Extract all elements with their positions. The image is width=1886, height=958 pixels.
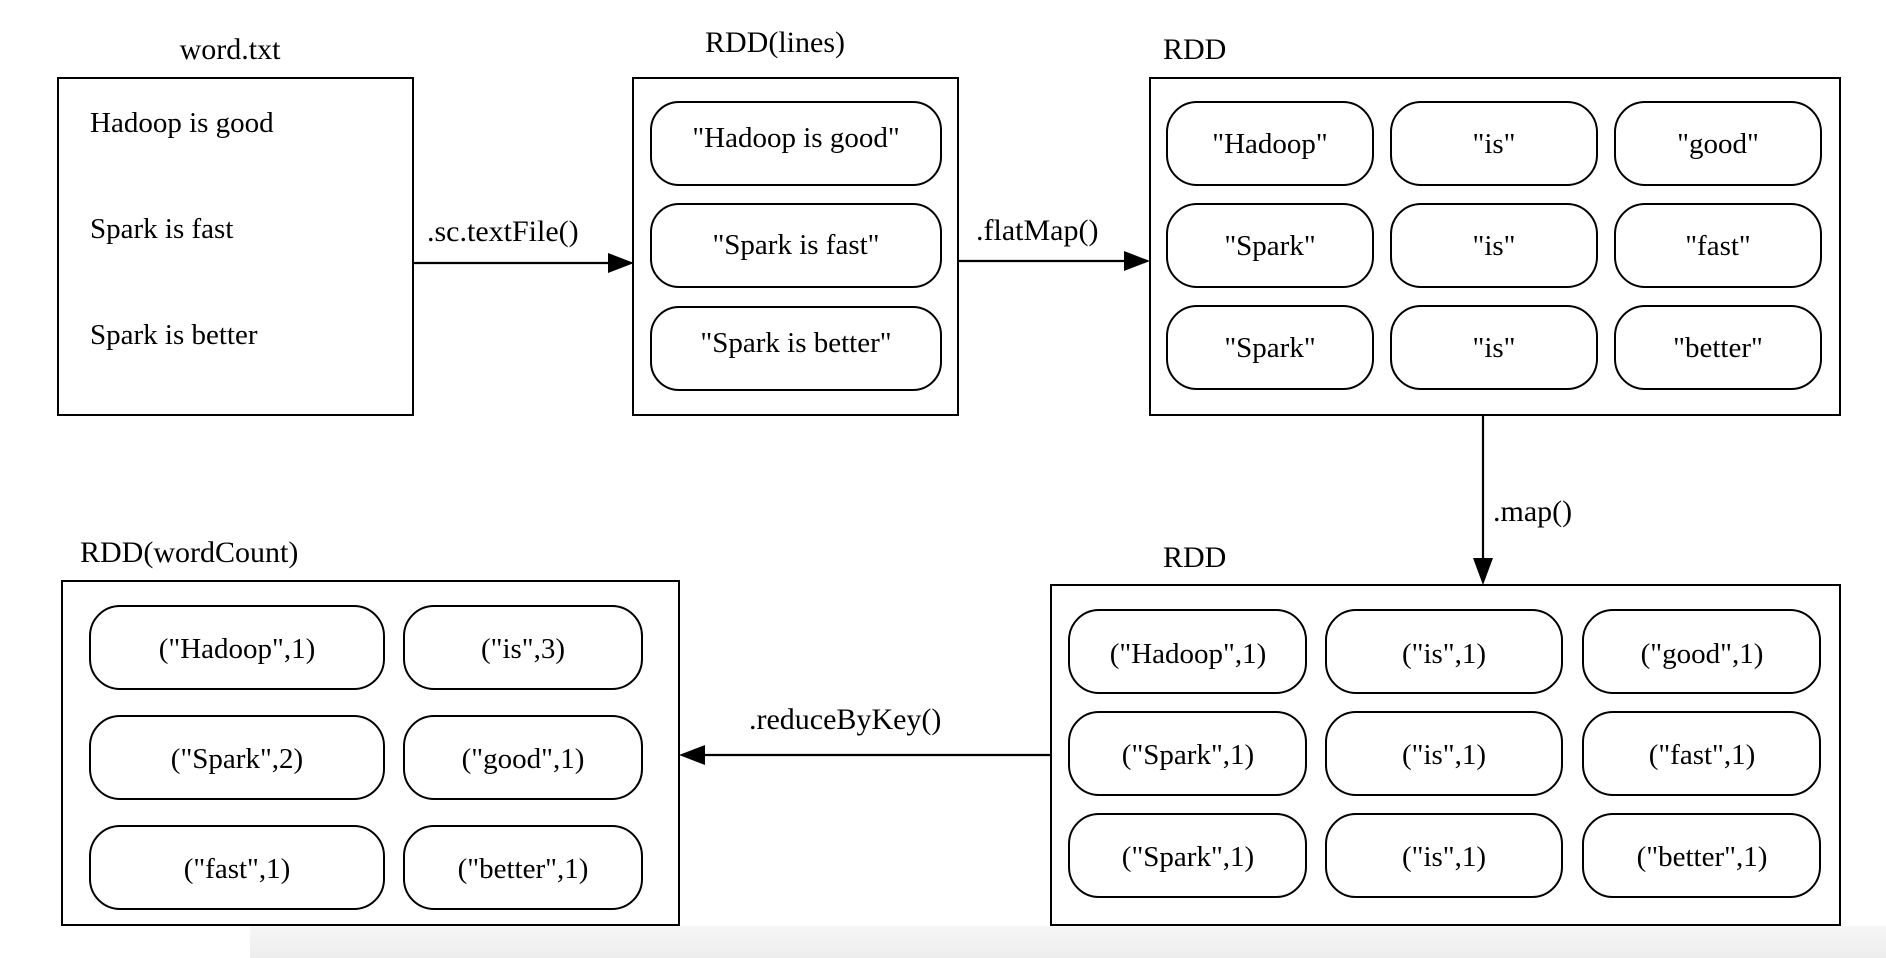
rdd-words-node: RDD "Hadoop" "is" "good" "Spark" "is" "f… [1149,33,1841,416]
rdd-lines-item-label: "Spark is better" [700,327,891,359]
bottom-shadow-band [250,926,1886,958]
rdd-lines-node: RDD(lines) "Hadoop is good" "Spark is fa… [632,26,959,416]
rdd-words-item [1390,305,1598,390]
rdd-words-item [1614,203,1822,288]
word-txt-line: Spark is better [90,319,258,351]
rdd-words-item [1390,101,1598,186]
rdd-words-item [1166,305,1374,390]
rdd-words-title: RDD [1163,33,1226,66]
rdd-pairs-item-label: ("is",1) [1402,841,1486,873]
rdd-words-item-label: "is" [1472,332,1515,364]
rdd-wordcount-item-label: ("is",3) [481,633,565,665]
rdd-wordcount-item-label: ("good",1) [462,743,585,775]
rdd-pairs-item [1068,609,1307,694]
rdd-words-item [1390,203,1598,288]
rdd-pairs-item-label: ("Spark",1) [1122,841,1254,873]
rdd-pairs-item [1325,813,1563,898]
rdd-wordcount-item [89,715,385,800]
rdd-pairs-item-label: ("fast",1) [1649,739,1756,771]
word-txt-node: word.txt Hadoop is good Spark is fast Sp… [57,33,414,416]
rdd-wordcount-item [89,605,385,690]
rdd-wordcount-item [403,825,643,910]
rdd-pairs-item-label: ("Hadoop",1) [1110,638,1267,670]
rdd-words-item-label: "Hadoop" [1212,128,1328,160]
edge-text-file-label: .sc.textFile() [427,215,579,248]
rdd-wordcount-node: RDD(wordCount) ("Hadoop",1) ("is",3) ("S… [61,536,680,926]
edge-text-file-arrowhead [608,253,634,273]
edge-flat-map-label: .flatMap() [976,214,1098,247]
edge-reduce-by-key-arrowhead [679,745,705,765]
edge-reduce-by-key: .reduceByKey() [679,703,1051,765]
rdd-lines-item [650,101,942,186]
edge-reduce-by-key-label: .reduceByKey() [749,703,941,736]
rdd-pairs-item [1325,711,1563,796]
word-txt-line: Spark is fast [90,213,233,245]
word-txt-line: Hadoop is good [90,107,274,139]
rdd-pairs-item [1068,813,1307,898]
rdd-words-item-label: "Spark" [1224,230,1315,262]
rdd-words-item-label: "is" [1472,230,1515,262]
edge-map-label: .map() [1493,495,1572,528]
rdd-pairs-item-label: ("better",1) [1637,841,1768,873]
rdd-wordcount-item-label: ("fast",1) [184,853,291,885]
edge-flat-map: .flatMap() [958,214,1150,271]
rdd-wordcount-item-label: ("Spark",2) [171,743,303,775]
rdd-pairs-item [1325,609,1563,694]
rdd-lines-item-label: "Hadoop is good" [692,122,899,154]
edge-map-arrowhead [1473,558,1493,585]
rdd-words-item [1166,203,1374,288]
rdd-words-item [1166,101,1374,186]
rdd-pairs-node: RDD ("Hadoop",1) ("is",1) ("good",1) ("S… [1050,541,1841,926]
rdd-pairs-item [1582,711,1821,796]
rdd-lines-item [650,306,942,391]
rdd-wordcount-item-label: ("better",1) [458,853,589,885]
rdd-pairs-item [1582,609,1821,694]
edge-flat-map-arrowhead [1124,251,1150,271]
rdd-pairs-item-label: ("is",1) [1402,739,1486,771]
word-txt-box [57,77,414,416]
rdd-words-item [1614,305,1822,390]
rdd-words-item [1614,101,1822,186]
rdd-pairs-item-label: ("good",1) [1641,638,1764,670]
edge-map: .map() [1473,415,1572,585]
rdd-pairs-item-label: ("is",1) [1402,638,1486,670]
rdd-words-item-label: "is" [1472,128,1515,160]
rdd-wordcount-item [403,605,643,690]
rdd-words-item-label: "good" [1677,128,1759,160]
rdd-wordcount-item-label: ("Hadoop",1) [159,633,316,665]
rdd-words-item-label: "fast" [1685,230,1751,262]
rdd-pairs-title: RDD [1163,541,1226,574]
rdd-wordcount-item [403,715,643,800]
word-txt-title: word.txt [180,33,281,66]
rdd-words-item-label: "better" [1673,332,1763,364]
rdd-pairs-item [1582,813,1821,898]
edge-text-file: .sc.textFile() [413,215,634,273]
rdd-pairs-item-label: ("Spark",1) [1122,739,1254,771]
rdd-wordcount-item [89,825,385,910]
rdd-lines-item [650,203,942,288]
rdd-lines-title: RDD(lines) [705,26,845,59]
rdd-words-item-label: "Spark" [1224,332,1315,364]
rdd-lines-item-label: "Spark is fast" [712,229,879,261]
rdd-pairs-item [1068,711,1307,796]
rdd-wordcount-title: RDD(wordCount) [80,536,298,569]
